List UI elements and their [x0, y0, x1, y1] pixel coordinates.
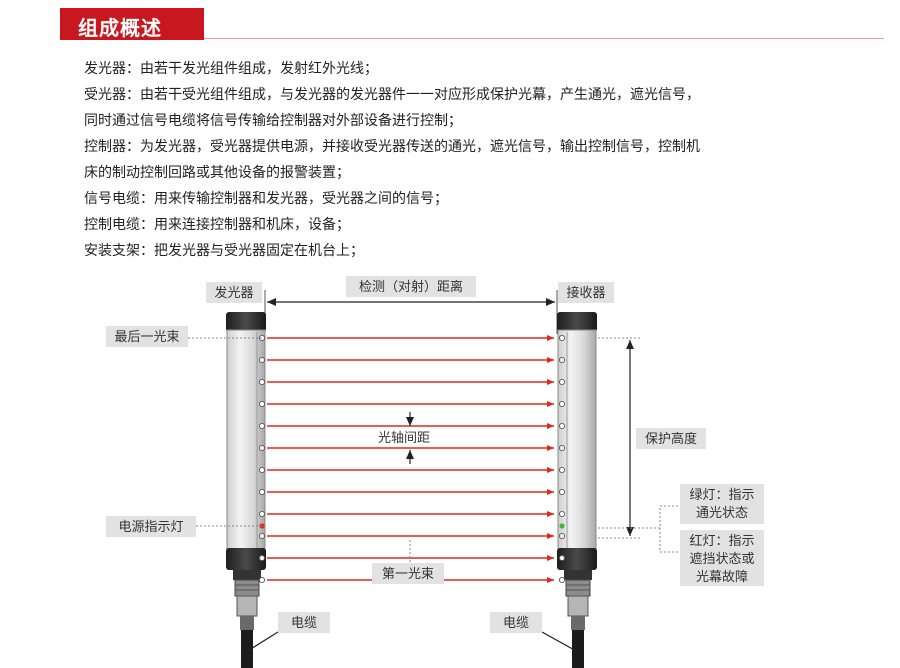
cable-label-left: 电缆: [291, 615, 317, 631]
receiver-connector: [565, 579, 591, 597]
desc-bracket: 安装支架：把发光器与受光器固定在机台上；: [84, 243, 364, 259]
header-rule: [204, 38, 884, 39]
section-title: 组成概述: [78, 16, 162, 40]
emitter-element: [258, 576, 266, 584]
emitter-element: [258, 554, 266, 562]
emitter-unit: [226, 312, 266, 668]
desc-receiver: 受光器：由若干受光组件组成，与发光器的发光器件一一对应形成保护光幕，产生通光，遮…: [84, 87, 700, 103]
emitter-label-box: [206, 282, 262, 303]
desc-receiver-cont: 同时通过信号电缆将信号传输给控制器对外部设备进行控制；: [84, 113, 462, 129]
receiver-body: [557, 329, 597, 551]
beam-spacing-label: 光轴间距: [378, 431, 430, 446]
green-light-leader: [598, 505, 680, 529]
emitter-connector: [234, 579, 260, 597]
desc-controller: 控制器：为发光器，受光器提供电源，并接收受光器传送的通光，遮光信号，输出控制信号…: [84, 139, 700, 155]
emitter-element: [258, 488, 266, 496]
emitter-cable: [241, 630, 253, 668]
light-beams: [267, 335, 554, 583]
section-header: 组成概述: [0, 0, 900, 46]
emitter-bottom-cap: [226, 548, 266, 570]
receiver-element: [558, 444, 566, 452]
last-beam-label-box: [106, 326, 188, 347]
emitter-body: [226, 329, 266, 551]
last-beam-label: 最后一光束: [114, 330, 179, 345]
red-light-leader: [659, 528, 680, 553]
receiver-element: [558, 488, 566, 496]
emitter-element: [258, 444, 266, 452]
red-light-label-line3: 光幕故障: [696, 570, 748, 585]
cable-leader-right: [541, 631, 579, 653]
desc-signal-cable: 信号电缆：用来传输控制器和发光器，受光器之间的信号；: [84, 191, 448, 207]
protect-height-label-box: [636, 428, 706, 449]
receiver-element: [558, 378, 566, 386]
cable-label-right: 电缆: [503, 615, 529, 631]
beam-spacing-annotation: 光轴间距: [372, 412, 436, 464]
red-light-label-box: [680, 530, 764, 586]
emitter-element: [258, 532, 266, 540]
emitter-element: [258, 356, 266, 364]
emitter-top-cap: [226, 312, 266, 332]
cable-label-left-box: [278, 612, 330, 633]
receiver-element: [558, 356, 566, 364]
emitter-element: [258, 378, 266, 386]
distance-label: 检测（对射）距离: [359, 279, 463, 295]
receiver-top-cap: [557, 312, 597, 332]
receiver-bottom-cap: [557, 548, 597, 570]
red-light-label-line2: 遮挡状态或: [689, 551, 754, 567]
receiver-element: [558, 576, 566, 584]
receiver-element: [558, 466, 566, 474]
red-light-label-line1: 红灯：指示: [689, 533, 754, 549]
receiver-cable: [572, 630, 584, 668]
description-block: 发光器：由若干发光组件组成，发射红外光线； 受光器：由若干受光组件组成，与发光器…: [84, 56, 864, 264]
protect-height-label: 保护高度: [645, 431, 697, 447]
green-light-label-line1: 绿灯：指示: [689, 488, 754, 503]
receiver-element: [558, 334, 566, 342]
receiver-element: [558, 400, 566, 408]
desc-controller-cont: 床的制动控制回路或其他设备的报警装置；: [84, 165, 350, 181]
header-title-bar: [60, 8, 204, 40]
power-indicator-label-box: [106, 516, 196, 537]
receiver-element: [558, 422, 566, 430]
emitter-element: [258, 510, 266, 518]
green-indicator-led: [559, 523, 565, 529]
first-beam-label-box: [372, 563, 444, 584]
emitter-element: [258, 466, 266, 474]
emitter-element: [258, 400, 266, 408]
green-light-label-box: [680, 484, 764, 524]
green-light-label-line2: 通光状态: [696, 506, 748, 521]
emitter-element: [258, 422, 266, 430]
receiver-element: [558, 532, 566, 540]
receiver-label-box: [558, 282, 614, 303]
desc-emitter: 发光器：由若干发光组件组成，发射红外光线；: [84, 61, 378, 77]
receiver-element: [558, 510, 566, 518]
emitter-label: 发光器: [214, 285, 253, 301]
cable-leader-left: [245, 631, 279, 653]
cable-label-right-box: [490, 612, 542, 633]
receiver-elements: [558, 334, 566, 584]
emitter-elements: [258, 334, 266, 584]
desc-control-cable: 控制电缆：用来连接控制器和机床，设备；: [84, 217, 350, 233]
distance-label-box: [346, 276, 476, 297]
first-beam-label: 第一光束: [382, 567, 434, 582]
receiver-element: [558, 554, 566, 562]
power-indicator-label: 电源指示灯: [118, 520, 183, 535]
receiver-label: 接收器: [566, 285, 605, 301]
